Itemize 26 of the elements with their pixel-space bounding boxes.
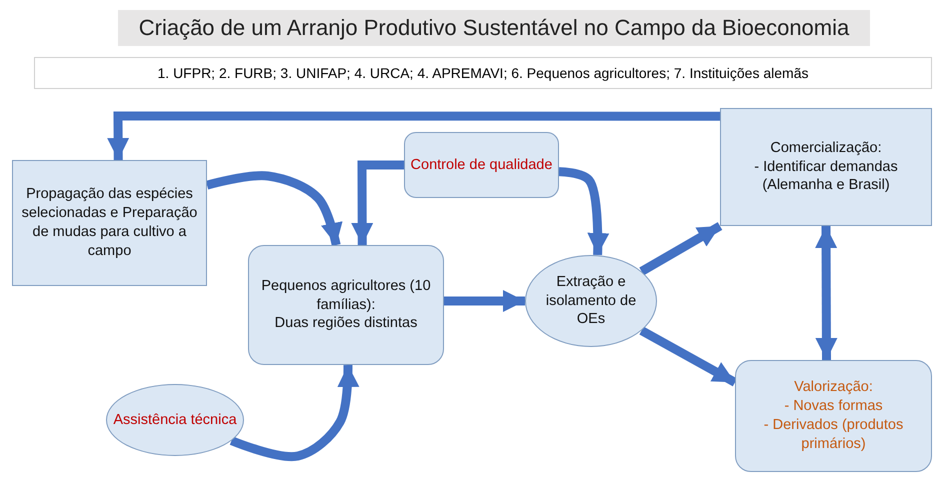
node-text: Assistência técnica [113, 410, 237, 430]
node-text: - Derivados (produtos primários) [762, 416, 904, 454]
arrow [230, 364, 360, 462]
arrow [444, 290, 525, 312]
process-box [720, 108, 932, 226]
arrow [351, 160, 404, 246]
node-text: Duas regiões distintas [274, 314, 418, 334]
arrow [639, 326, 738, 386]
node-text: Comercialização: [770, 138, 882, 158]
node-text: - Novas formas [784, 397, 883, 416]
process-box [248, 245, 444, 365]
node-text: Pequenos agricultores (10 famílias): [260, 276, 432, 314]
arrow [107, 112, 720, 160]
arrow [206, 171, 342, 246]
process-box [404, 132, 559, 198]
partner-list: 1. UFPR; 2. FURB; 3. UNIFAP; 4. URCA; 4. APREMAVI; 6. Pequenos agricultores; 7. Instituições alemãs [34, 57, 932, 89]
title: Criação de um Arranjo Produtivo Sustentável no Campo da Bioeconomia [118, 10, 870, 46]
node-text: Propagação das espécies selecionadas e Preparação de mudas para cultivo a campo [20, 185, 198, 261]
process-box [12, 160, 207, 286]
process-box [735, 360, 932, 472]
node-text: - Identificar demandas (Alemanha e Brasil) [753, 158, 899, 196]
node-text: Extração e isolamento de OEs [544, 272, 638, 330]
arrow [815, 226, 838, 360]
node-text: Valorização: [794, 378, 873, 398]
node-text: Controle de qualidade [410, 156, 552, 174]
arrow [639, 222, 722, 276]
